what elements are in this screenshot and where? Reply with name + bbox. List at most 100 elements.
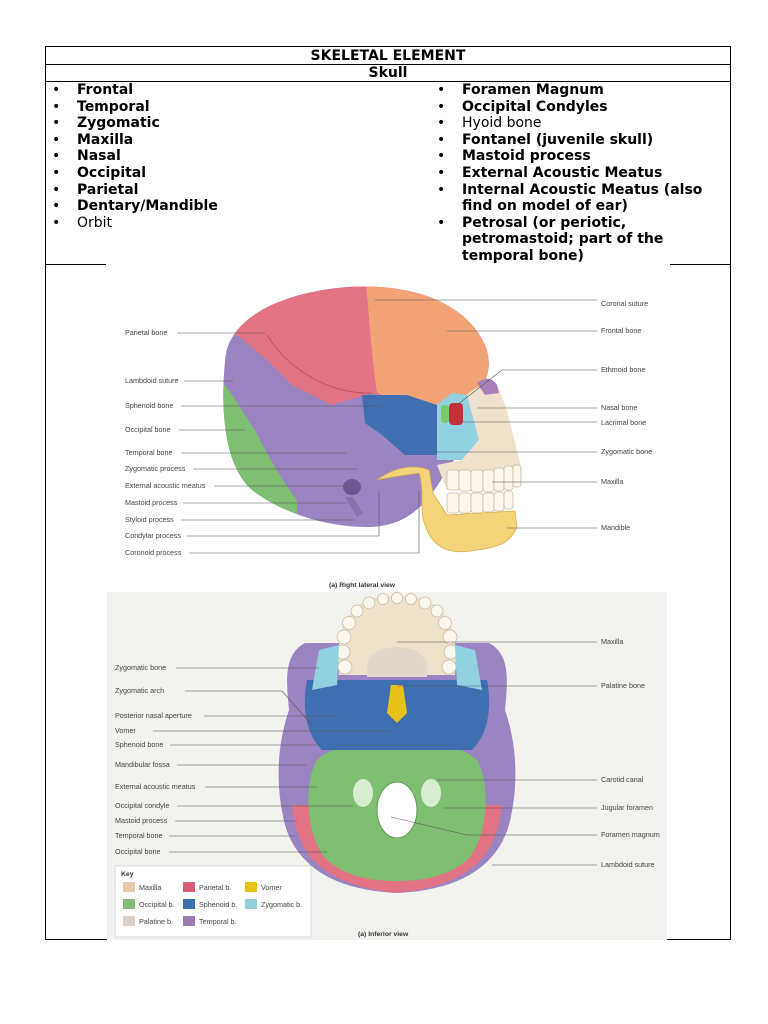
label-styloid-process: Styloid process [125,515,174,524]
label-foramen-magnum: Foramen magnum [601,830,660,839]
acoustic-meatus-mark [343,479,361,495]
zygomatic-right-region [455,645,482,690]
teeth [446,464,522,514]
checklist-item: Occipital Condyles [433,99,718,116]
checklist-item: Parietal [48,182,378,199]
label-condylar-process: Condylar process [125,531,181,540]
label-zygomatic-arch: Zygomatic arch [115,686,164,695]
checklist-item: Mastoid process [433,148,718,165]
key-swatch [183,882,195,892]
label-lambdoid-suture: Lambdoid suture [601,860,655,869]
checklist-item: Zygomatic [48,115,378,132]
label-parietal-bone: Parietal bone [125,328,167,337]
lacrimal-bone-region [449,403,463,425]
foramen-magnum-mark [376,781,418,839]
lateral-right-labels: Coronal suture Frontal bone Ethmoid bone… [601,299,652,532]
key-label: Occipital b. [139,900,175,909]
checklist-item: Frontal [48,82,378,99]
key-swatch [183,899,195,909]
key-label: Zygomatic b. [261,900,302,909]
inferior-leader-lines [153,641,597,866]
zygomatic-left-region [312,645,339,690]
label-maxilla: Maxilla [601,637,623,646]
checklist-item: Orbit [48,215,378,232]
checklist-item: Petrosal (or periotic, petromastoid; par… [433,215,718,265]
checklist-item: Hyoid bone [433,115,718,132]
checklist-item: Fontanel (juvenile skull) [433,132,718,149]
lateral-leader-lines [177,299,597,554]
table-subtitle: Skull [368,65,408,81]
label-mastoid-process: Mastoid process [115,816,168,825]
label-external-acoustic-meatus: External acoustic meatus [125,481,206,490]
checklist-item: Temporal [48,99,378,116]
key-swatch [123,916,135,926]
lateral-left-labels: Parietal bone Lambdoid suture Sphenoid b… [125,328,206,557]
key-label: Palatine b. [139,917,173,926]
checklist-item: Internal Acoustic Meatus (also find on m… [433,182,718,215]
label-zygomatic-process: Zygomatic process [125,464,186,473]
checklist-item: Foramen Magnum [433,82,718,99]
label-ethmoid-bone: Ethmoid bone [601,365,645,374]
label-mandibular-fossa: Mandibular fossa [115,760,170,769]
skull-figure: Parietal bone Lambdoid suture Sphenoid b… [107,265,667,940]
inferior-left-labels: Zygomatic bone Zygomatic arch Posterior … [115,663,196,856]
left-checklist: FrontalTemporalZygomaticMaxillaNasalOcci… [48,82,378,231]
label-lambdoid-suture: Lambdoid suture [125,376,179,385]
checklist-item: Occipital [48,165,378,182]
label-carotid-canal: Carotid canal [601,775,644,784]
checklist-item: Maxilla [48,132,378,149]
checklist-item: Nasal [48,148,378,165]
key-label: Temporal b. [199,917,237,926]
label-sphenoid-bone: Sphenoid bone [125,401,173,410]
table-divider [46,64,730,65]
key-label: Parietal b. [199,883,231,892]
label-zygomatic-bone: Zygomatic bone [115,663,166,672]
label-jugular-foramen: Jugular foramen [601,803,653,812]
palatine-region [367,647,427,677]
label-lacrimal-bone: Lacrimal bone [601,418,646,427]
label-occipital-bone: Occipital bone [115,847,161,856]
key-swatch [245,882,257,892]
label-temporal-bone: Temporal bone [125,448,173,457]
key-swatch [123,899,135,909]
key-label: Maxilla [139,883,161,892]
key-swatch [183,916,195,926]
table-title: SKELETAL ELEMENT [310,48,466,64]
styloid-mark [345,497,363,517]
right-checklist: Foramen MagnumOccipital CondylesHyoid bo… [433,82,718,265]
label-frontal-bone: Frontal bone [601,326,641,335]
inferior-right-labels: Maxilla Palatine bone Carotid canal Jugu… [601,637,660,869]
condyle-left-mark [353,779,373,807]
label-posterior-nasal-aperture: Posterior nasal aperture [115,711,192,720]
row-divider-left [46,264,106,265]
label-palatine-bone: Palatine bone [601,681,645,690]
label-temporal-bone: Temporal bone [115,831,163,840]
inferior-skull-illustration [278,592,516,893]
checklist-item: Dentary/Mandible [48,198,378,215]
key-title: Key [121,871,134,878]
label-zygomatic-bone: Zygomatic bone [601,447,652,456]
label-coronoid-process: Coronoid process [125,548,182,557]
sphenoid-bone-region [362,395,437,455]
skull-table: SKELETAL ELEMENT Skull FrontalTemporalZy… [45,46,731,940]
key-swatch [245,899,257,909]
inferior-caption: (a) Inferior view [358,931,409,938]
label-nasal-bone: Nasal bone [601,403,637,412]
nasal-bone-region [477,378,499,395]
key-label: Sphenoid b. [199,900,237,909]
label-vomer: Vomer [115,726,136,735]
checklist-item: External Acoustic Meatus [433,165,718,182]
key-label: Vomer [261,883,282,892]
table-divider [46,81,730,82]
maxilla-region [437,385,522,490]
label-coronal-suture: Coronal suture [601,299,648,308]
condyle-right-mark [421,779,441,807]
label-occipital-condyle: Occipital condyle [115,801,169,810]
vomer-region [387,685,407,723]
key-box [114,865,312,938]
lateral-skull-illustration [223,286,522,553]
row-divider-right [670,264,731,265]
mandible-region [376,466,518,553]
